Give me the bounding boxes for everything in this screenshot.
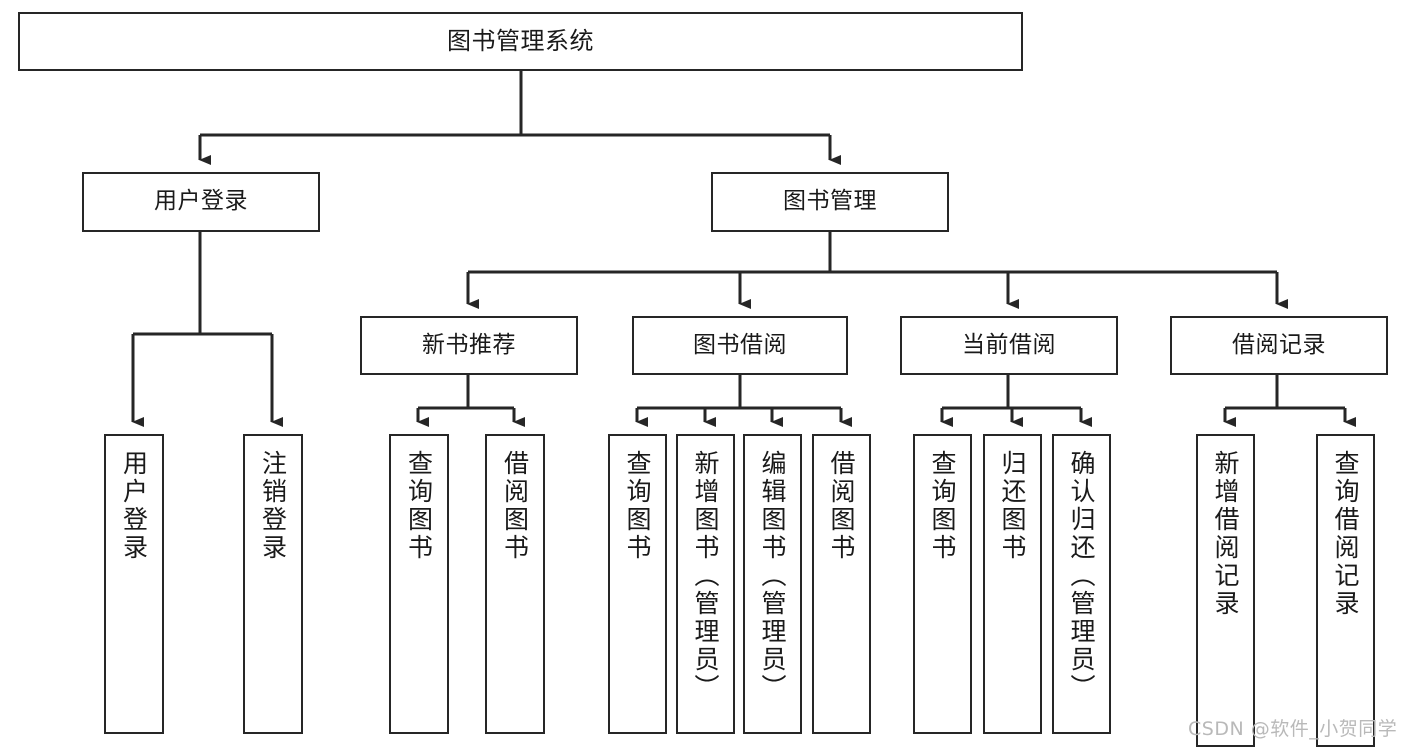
node-label: 新书推荐 (422, 331, 516, 358)
leaf-borrow-borrow-book[interactable]: 借阅图书 (812, 434, 871, 734)
node-label: 查询图书 (623, 450, 652, 562)
leaf-current-query-book[interactable]: 查询图书 (913, 434, 972, 734)
node-label: 图书管理 (783, 188, 877, 215)
node-label: 图书借阅 (693, 331, 787, 358)
node-root-system[interactable]: 图书管理系统 (18, 12, 1023, 71)
leaf-current-confirm-return-admin[interactable]: 确认归还（管理员） (1052, 434, 1111, 734)
node-label: 图书管理系统 (447, 27, 594, 56)
leaf-borrow-edit-book-admin[interactable]: 编辑图书（管理员） (743, 434, 802, 734)
node-label: 借阅图书 (827, 450, 856, 562)
node-label: 用户登录 (154, 188, 248, 215)
node-borrow-record[interactable]: 借阅记录 (1170, 316, 1388, 375)
node-book-management[interactable]: 图书管理 (711, 172, 949, 232)
leaf-current-return-book[interactable]: 归还图书 (983, 434, 1042, 734)
node-label: 确认归还（管理员） (1067, 450, 1096, 702)
leaf-user-login-login[interactable]: 用户登录 (104, 434, 164, 734)
node-current-borrow[interactable]: 当前借阅 (900, 316, 1118, 375)
leaf-borrow-add-book-admin[interactable]: 新增图书（管理员） (676, 434, 735, 734)
node-book-borrow[interactable]: 图书借阅 (632, 316, 848, 375)
node-label: 查询图书 (928, 450, 957, 562)
node-label: 注销登录 (258, 450, 288, 562)
watermark: CSDN @软件_小贺同学 (1188, 718, 1398, 740)
node-label: 编辑图书（管理员） (758, 450, 787, 702)
node-label: 新增借阅记录 (1211, 450, 1240, 618)
node-label: 用户登录 (119, 450, 149, 562)
leaf-recommend-borrow-book[interactable]: 借阅图书 (485, 434, 545, 734)
node-user-login[interactable]: 用户登录 (82, 172, 320, 232)
node-label: 查询图书 (404, 450, 434, 562)
node-label: 当前借阅 (962, 331, 1056, 358)
leaf-borrow-query-book[interactable]: 查询图书 (608, 434, 667, 734)
node-label: 借阅记录 (1232, 331, 1326, 358)
node-new-book-recommend[interactable]: 新书推荐 (360, 316, 578, 375)
leaf-recommend-query-book[interactable]: 查询图书 (389, 434, 449, 734)
leaf-user-login-logout[interactable]: 注销登录 (243, 434, 303, 734)
leaf-record-query-record[interactable]: 查询借阅记录 (1316, 434, 1375, 747)
node-label: 新增图书（管理员） (691, 450, 720, 702)
node-label: 归还图书 (998, 450, 1027, 562)
node-label: 借阅图书 (500, 450, 530, 562)
node-label: 查询借阅记录 (1331, 450, 1360, 618)
leaf-record-add-record[interactable]: 新增借阅记录 (1196, 434, 1255, 747)
